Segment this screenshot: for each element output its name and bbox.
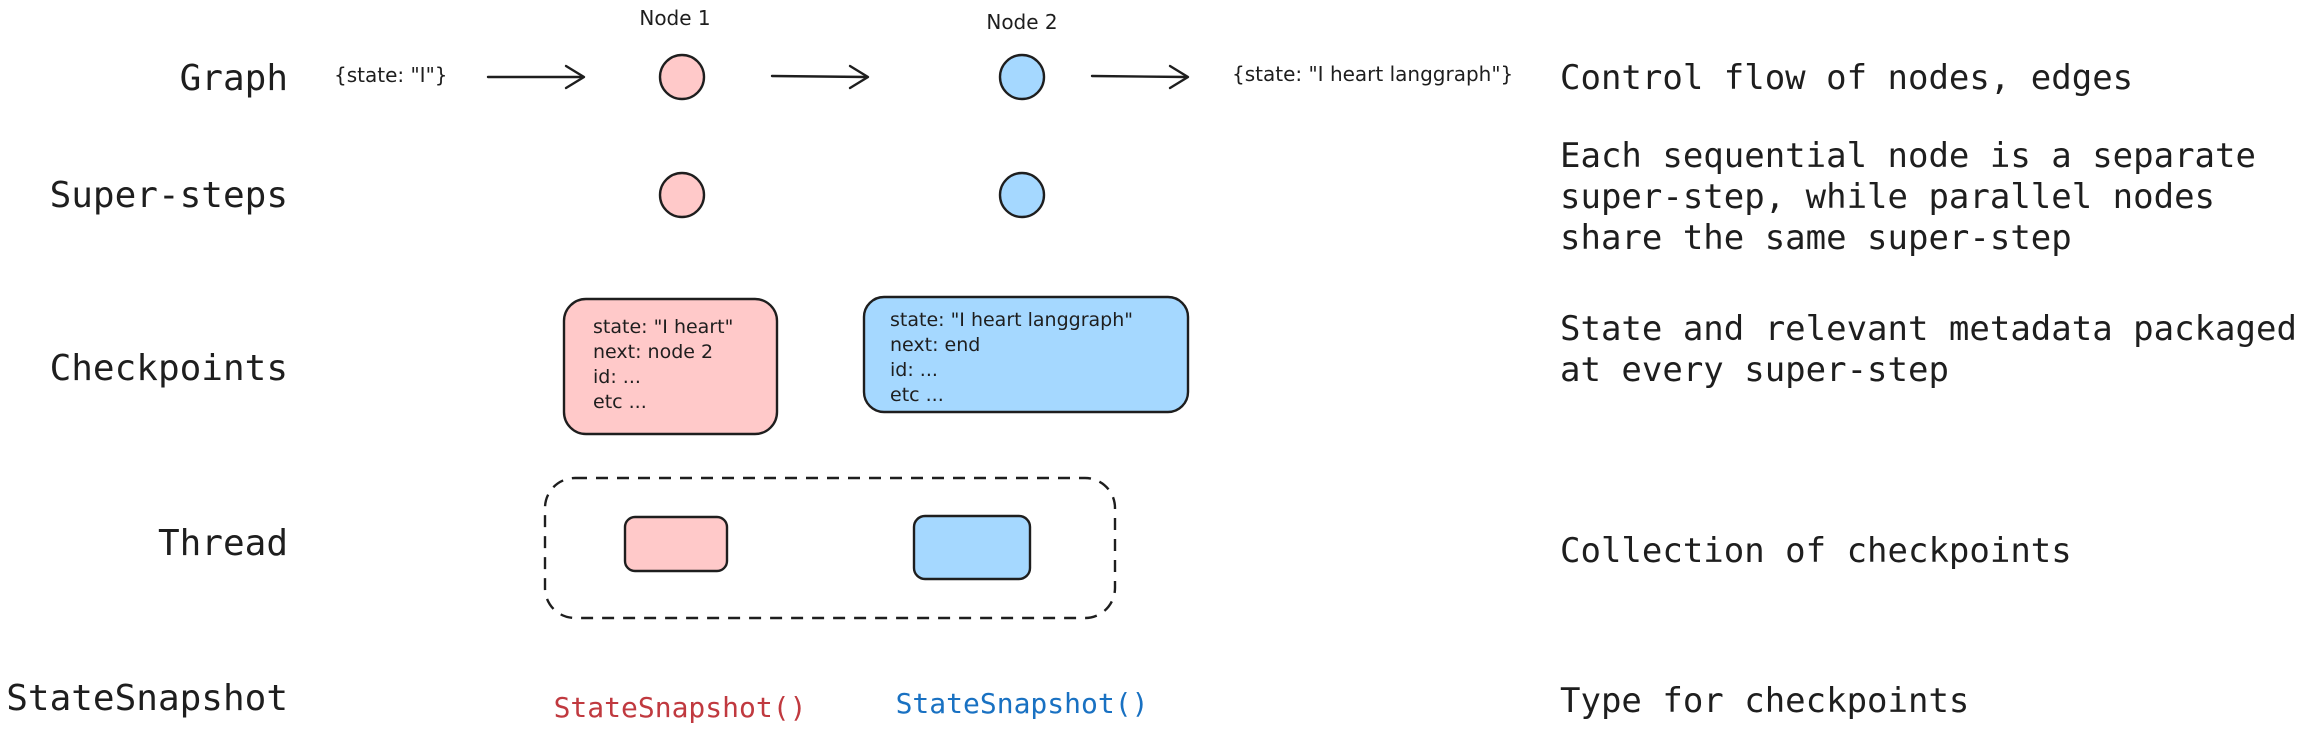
- thread-checkpoint-node1: [623, 515, 729, 573]
- row-label-checkpoints: Checkpoints: [50, 348, 288, 389]
- checkpoint-node2-box: [862, 295, 1190, 414]
- checkpoint-node1-etc: etc ...: [593, 391, 647, 413]
- arrow-node1-to-node2: [770, 64, 870, 90]
- checkpoint-node2-id: id: ...: [890, 359, 938, 381]
- output-state-text: {state: "I heart langgraph"}: [1232, 62, 1513, 86]
- super-step-node1-circle: [658, 171, 706, 219]
- snapshot-node1-text: StateSnapshot(): [554, 691, 807, 724]
- checkpoint-node2-etc: etc ...: [890, 384, 944, 406]
- desc-super-steps-line3: share the same super-step: [1560, 218, 2072, 258]
- snapshot-node2-text: StateSnapshot(): [896, 687, 1149, 720]
- checkpoint-node1-state: state: "I heart": [593, 316, 733, 338]
- node1-label: Node 1: [639, 6, 710, 30]
- desc-state-snapshot: Type for checkpoints: [1560, 681, 1969, 721]
- checkpoint-node1-id: id: ...: [593, 366, 641, 388]
- checkpoint-node1-box: [562, 297, 779, 436]
- graph-node1-circle: [658, 53, 706, 101]
- graph-node2-circle: [998, 53, 1046, 101]
- desc-checkpoints-line2: at every super-step: [1560, 350, 1949, 390]
- desc-checkpoints-line1: State and relevant metadata packaged: [1560, 309, 2297, 349]
- input-state-text: {state: "I"}: [334, 63, 448, 87]
- arrow-node2-to-output: [1090, 64, 1190, 90]
- checkpoint-node1-next: next: node 2: [593, 341, 713, 363]
- thread-checkpoint-node2: [912, 514, 1032, 581]
- thread-container: [543, 476, 1117, 620]
- checkpoint-node2-next: next: end: [890, 334, 980, 356]
- row-label-graph: Graph: [180, 58, 288, 99]
- row-label-state-snapshot: StateSnapshot: [6, 678, 288, 719]
- desc-super-steps-line1: Each sequential node is a separate: [1560, 136, 2256, 176]
- node2-label: Node 2: [986, 10, 1057, 34]
- desc-super-steps-line2: super-step, while parallel nodes: [1560, 177, 2215, 217]
- checkpoint-node2-state: state: "I heart langgraph": [890, 309, 1133, 331]
- row-label-thread: Thread: [158, 523, 288, 564]
- desc-thread: Collection of checkpoints: [1560, 531, 2072, 571]
- row-label-super-steps: Super-steps: [50, 175, 288, 216]
- desc-graph: Control flow of nodes, edges: [1560, 58, 2133, 98]
- arrow-input-to-node1: [486, 64, 586, 90]
- super-step-node2-circle: [998, 171, 1046, 219]
